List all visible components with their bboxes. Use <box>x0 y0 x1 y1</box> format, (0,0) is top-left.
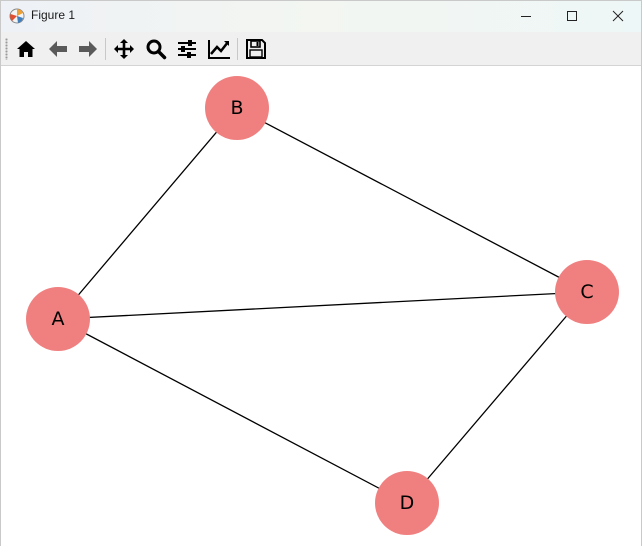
forward-icon <box>79 41 97 57</box>
node-c-circle <box>555 260 619 324</box>
back-icon <box>49 41 67 57</box>
maximize-button[interactable] <box>549 1 595 32</box>
pan-button[interactable] <box>111 37 137 61</box>
node-d-circle <box>375 471 439 535</box>
zoom-icon <box>146 39 167 60</box>
edit-axis-icon <box>208 40 230 59</box>
node-b-circle <box>205 76 269 140</box>
node-a-circle <box>26 287 90 351</box>
node-c-label: C <box>580 281 593 303</box>
edge-a-c <box>57 291 588 320</box>
node-b: B <box>205 76 269 140</box>
edge-b-c <box>236 107 588 293</box>
home-button[interactable] <box>13 37 39 61</box>
node-c: C <box>555 260 619 324</box>
navigation-toolbar <box>1 32 641 66</box>
edge-a-b <box>57 107 238 320</box>
window-title: Figure 1 <box>31 8 76 22</box>
close-button[interactable] <box>595 1 641 32</box>
toolbar-grip[interactable] <box>5 38 8 60</box>
close-icon <box>612 10 624 22</box>
minimize-icon <box>521 16 531 17</box>
back-button[interactable] <box>45 37 71 61</box>
node-a: A <box>26 287 90 351</box>
home-icon <box>17 41 35 57</box>
edge-c-d <box>406 291 588 504</box>
zoom-button[interactable] <box>143 37 169 61</box>
minimize-button[interactable] <box>503 1 549 32</box>
figure-canvas[interactable]: A B C D <box>1 66 641 546</box>
network-graph: A B C D <box>26 76 619 535</box>
subplots-icon <box>178 40 196 58</box>
edit-axis-button[interactable] <box>205 37 231 61</box>
save-icon <box>246 39 266 59</box>
toolbar-separator <box>105 38 106 60</box>
node-b-label: B <box>230 97 243 119</box>
edge-a-d <box>57 318 408 504</box>
title-bar[interactable]: Figure 1 <box>1 1 641 32</box>
node-a-label: A <box>52 308 65 330</box>
subplots-button[interactable] <box>174 37 200 61</box>
matplotlib-app-icon <box>9 8 25 24</box>
maximize-icon <box>567 11 577 21</box>
forward-button[interactable] <box>75 37 101 61</box>
save-button[interactable] <box>243 37 269 61</box>
node-d: D <box>375 471 439 535</box>
pan-icon <box>114 39 134 59</box>
toolbar-separator <box>237 38 238 60</box>
node-d-label: D <box>400 492 415 514</box>
